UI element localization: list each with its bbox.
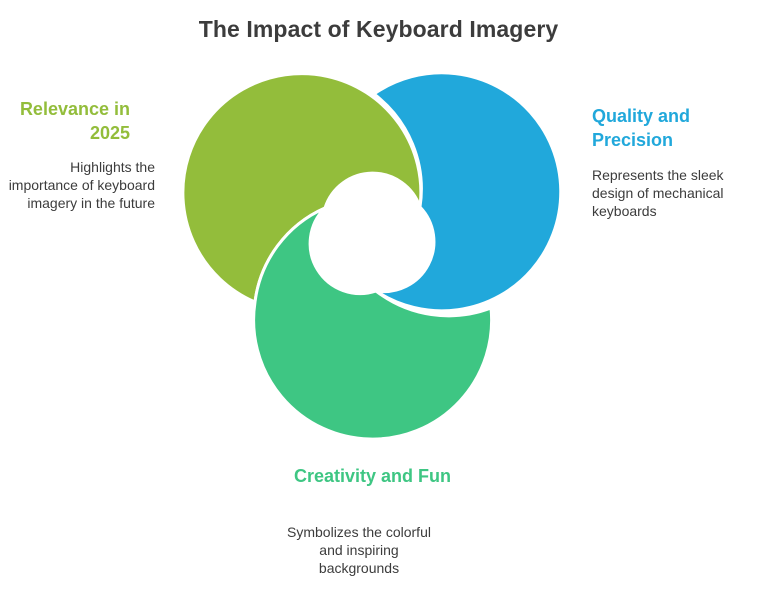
quality-description: Represents the sleek design of mechanica… [592, 167, 724, 219]
relevance-ring [181, 72, 423, 304]
quality-ring [372, 71, 563, 313]
diagram-title: The Impact of Keyboard Imagery [198, 16, 559, 42]
quality-heading: Quality and Precision [592, 106, 691, 150]
relevance-heading: Relevance in 2025 [19, 99, 130, 143]
creativity-heading: Creativity and Fun [293, 466, 452, 486]
creativity-ring [252, 206, 494, 441]
creativity-description: Symbolizes the colorful and inspiring ba… [287, 524, 431, 576]
relevance-description: Highlights the importance of keyboard im… [8, 159, 155, 211]
